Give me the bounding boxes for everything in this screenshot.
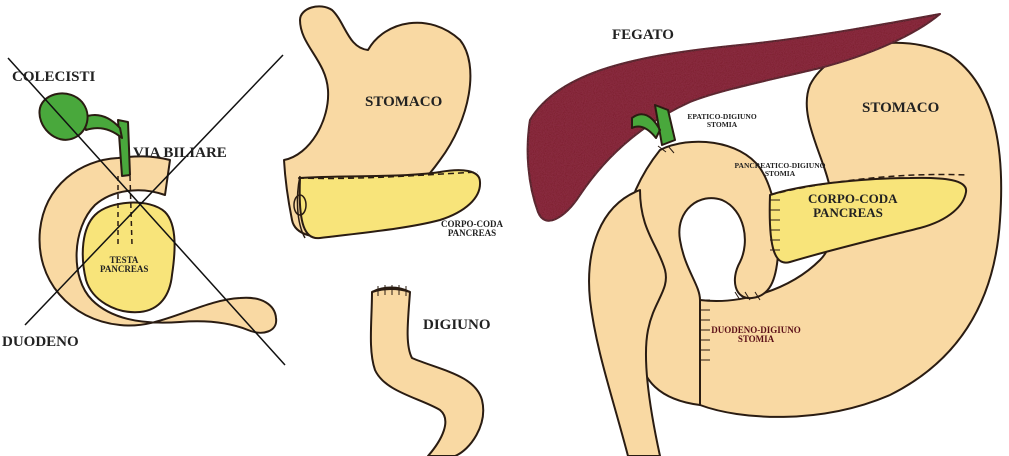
label-digiuno: DIGIUNO: [423, 317, 491, 333]
pancreas-remnant-right: [768, 176, 968, 264]
right-anatomy: [526, 13, 1003, 456]
label-duodeno: DUODENO: [2, 334, 79, 350]
cystic-duct: [81, 114, 123, 139]
liver: [526, 13, 941, 222]
label-fegato: FEGATO: [612, 27, 674, 43]
jejunum-middle: [369, 288, 485, 456]
label-testa-pancreas: TESTA PANCREAS: [100, 255, 149, 275]
left-anatomy: [7, 54, 286, 366]
gallbladder: [38, 92, 89, 141]
label-corpo-coda-right: CORPO-CODA PANCREAS: [808, 191, 898, 220]
pancreas-body-tail-middle: [298, 169, 482, 240]
jejunum-outer-right: [588, 189, 667, 456]
label-stomaco-middle: STOMACO: [365, 94, 443, 110]
label-epatico-digiuno-stomia: EPATICO-DIGIUNO STOMIA: [687, 112, 757, 129]
label-duodeno-digiuno-stomia: DUODENO-DIGIUNO STOMIA: [711, 325, 801, 345]
label-pancreatico-digiuno-stomia: PANCREATICO-DIGIUNO STOMIA: [734, 161, 826, 178]
middle-anatomy: [283, 5, 485, 456]
label-colecisti: COLECISTI: [12, 69, 96, 85]
label-corpo-coda-middle: CORPO-CODA PANCREAS: [441, 219, 503, 239]
label-stomaco-right: STOMACO: [862, 100, 940, 116]
pancreas-head-left: [81, 201, 176, 314]
bile-duct-right: [631, 104, 676, 146]
label-via-biliare: VIA BILIARE: [133, 145, 227, 161]
